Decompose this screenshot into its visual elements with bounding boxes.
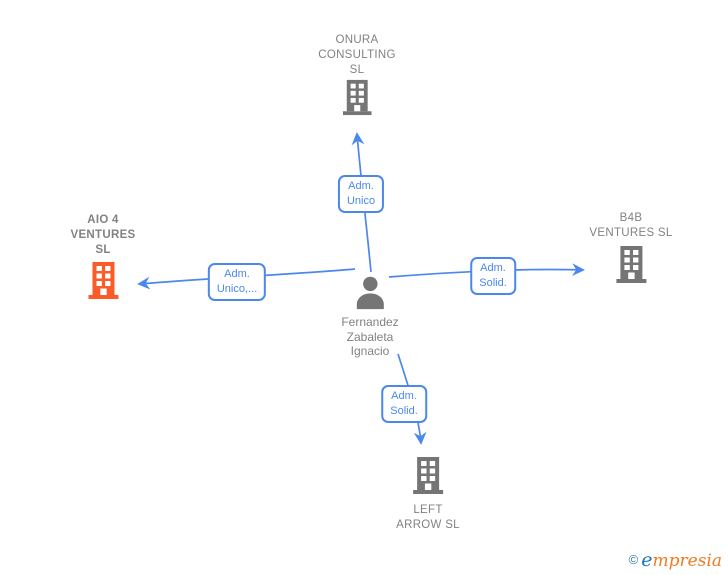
building-icon: [611, 244, 651, 284]
edge-label-adm-solid-right[interactable]: Adm. Solid.: [470, 257, 516, 295]
edge-label-adm-unico[interactable]: Adm. Unico: [337, 175, 385, 213]
node-left-arrow-sl[interactable]: LEFT ARROW SL: [396, 455, 460, 533]
person-icon: [352, 274, 388, 310]
copyright-icon: ©: [628, 552, 639, 567]
logo-text-e: e: [641, 549, 653, 571]
node-label: ONURA CONSULTING SL: [318, 34, 396, 76]
edge-label-adm-unico-more[interactable]: Adm. Unico,...: [207, 263, 267, 301]
node-label: LEFT ARROW SL: [396, 504, 460, 531]
edge-label-adm-solid-bottom[interactable]: Adm. Solid.: [381, 385, 427, 423]
node-b4b-ventures-sl[interactable]: B4B VENTURES SL: [589, 211, 672, 289]
node-aio-4-ventures-sl[interactable]: AIO 4 VENTURES SL: [70, 213, 135, 305]
node-onura-consulting-sl[interactable]: ONURA CONSULTING SL: [318, 33, 396, 121]
node-label: B4B VENTURES SL: [589, 212, 673, 239]
node-label: AIO 4 VENTURES SL: [70, 214, 136, 256]
building-icon: [83, 260, 123, 300]
empresia-logo[interactable]: ©empresia: [629, 550, 722, 571]
building-icon: [408, 455, 448, 495]
building-icon: [338, 78, 376, 116]
logo-text-mpresia: mpresia: [652, 551, 723, 571]
node-person-fernandez-zabaleta-ignacio[interactable]: Fernandez Zabaleta Ignacio: [341, 274, 399, 359]
person-name: Fernandez Zabaleta Ignacio: [341, 315, 399, 358]
